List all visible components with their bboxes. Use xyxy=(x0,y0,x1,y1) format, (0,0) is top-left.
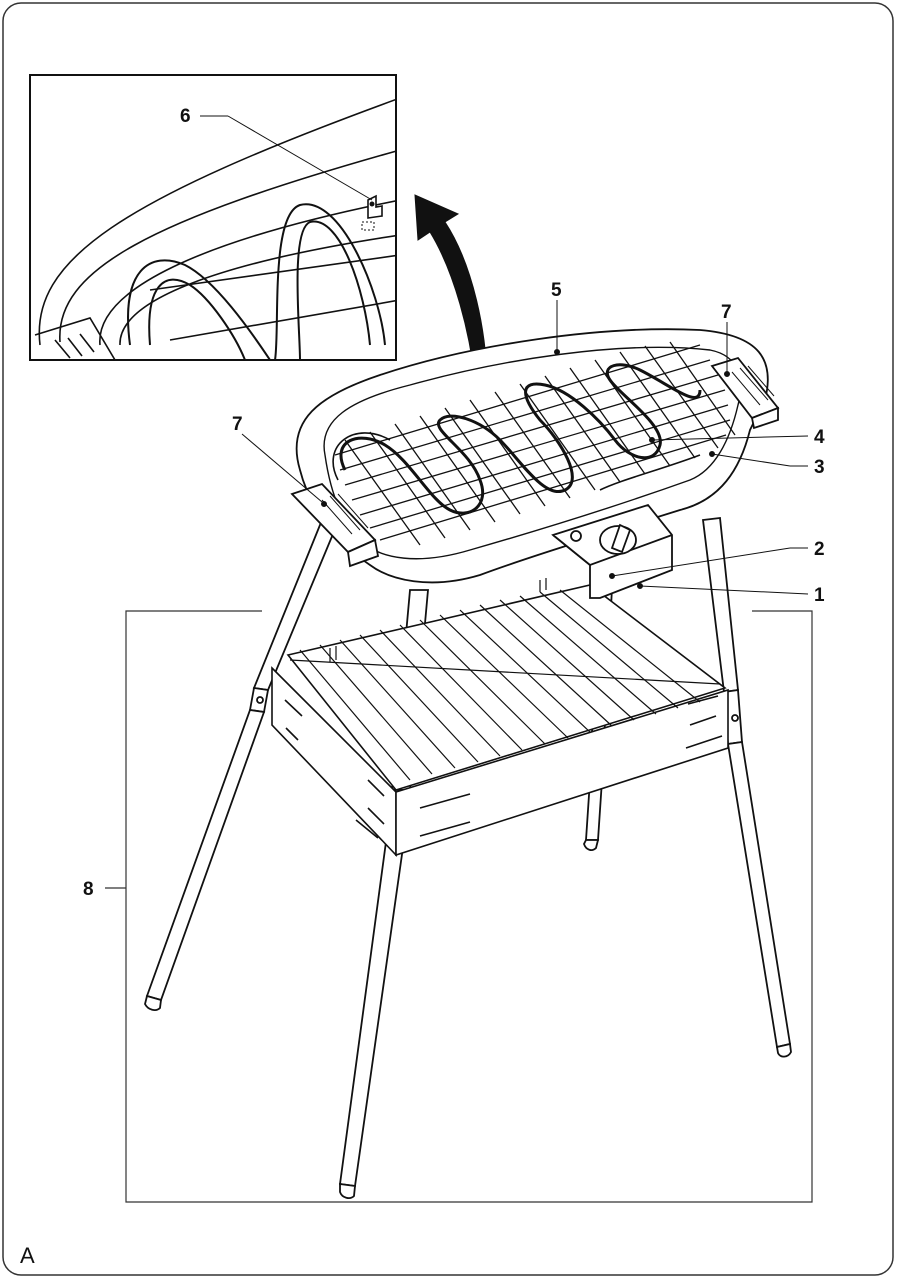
heating-element xyxy=(332,363,702,515)
stand-bracket xyxy=(105,610,813,1203)
lower-shelf xyxy=(271,584,729,857)
callout-leaders xyxy=(241,300,809,595)
callout-8: 8 xyxy=(83,879,94,900)
callout-7-right: 7 xyxy=(721,302,732,323)
callout-3: 3 xyxy=(814,457,825,478)
callout-1: 1 xyxy=(814,585,825,606)
handle-left xyxy=(290,482,380,568)
grate xyxy=(334,341,736,546)
detail-inset: 6 xyxy=(29,74,397,361)
inset-frame xyxy=(29,74,397,361)
callout-5: 5 xyxy=(551,280,562,301)
callout-7-left: 7 xyxy=(232,414,243,435)
callout-6: 6 xyxy=(180,106,191,127)
figure-label: A xyxy=(20,1243,35,1268)
callout-4: 4 xyxy=(814,427,825,448)
control-box xyxy=(539,503,673,599)
callout-2: 2 xyxy=(814,539,825,560)
